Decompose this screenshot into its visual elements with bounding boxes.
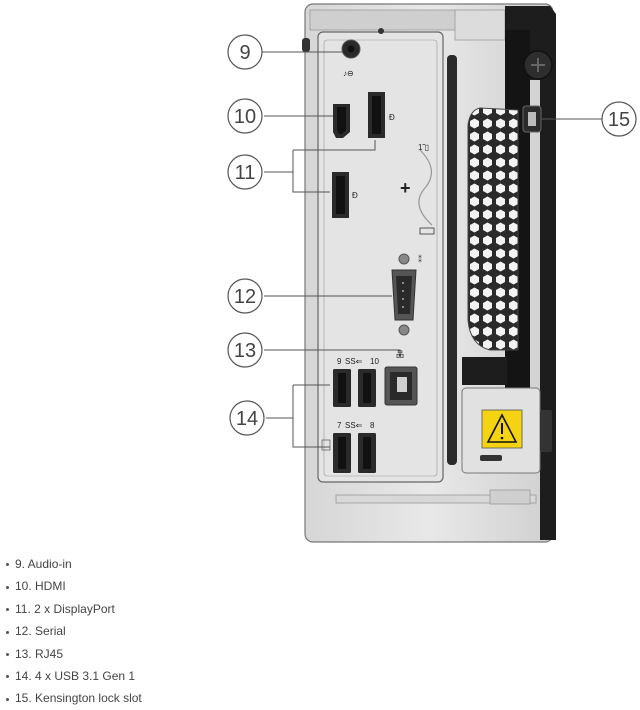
legend-item-hdmi: 10. HDMI [6,575,142,597]
legend-item-serial: 12. Serial [6,620,142,642]
svg-text:SS⇐: SS⇐ [345,421,363,430]
bullet-icon [6,608,9,612]
usb-port-group: 9 SS⇐ 10 7 SS⇐ 8 [321,357,379,473]
usb-label-10: 10 [370,357,379,366]
svg-text:Ð: Ð [389,113,395,122]
callout-15-number: 15 [608,109,630,131]
hdmi-port [333,104,350,138]
legend-item-label: 12. Serial [15,624,66,639]
bullet-icon [6,563,9,567]
displayport-1: Ð [368,92,395,138]
computer-rear-panel-diagram: ♪⊖ Ð Ð 1̃ ▯ + ⁑ 品 9 SS⇐ 10 [227,3,637,543]
legend-item-label: 13. RJ45 [15,646,64,661]
expansion-slot-bar [447,55,457,465]
bullet-icon [6,697,9,701]
bullet-icon [6,630,9,634]
legend-item-label: 10. HDMI [15,579,66,594]
legend-item-label: 15. Kensington lock slot [15,691,142,706]
callout-11: 11 [227,154,263,190]
callout-9: 9 [227,34,263,70]
serial-port: ⁑ [391,253,422,336]
ventilation-grille [467,107,519,351]
displayport-2: Ð [332,172,358,218]
callout-14-number: 14 [236,408,258,430]
svg-text:⁑: ⁑ [418,254,422,264]
legend-item-rj45: 13. RJ45 [6,643,142,665]
legend-item-displayport: 11. 2 x DisplayPort [6,598,142,620]
callout-12: 12 [227,278,263,314]
plus-marker-icon: + [400,178,411,198]
usb-label-9: 9 [337,357,342,366]
callout-10-number: 10 [234,106,256,128]
knockout-outline [418,149,433,226]
usb-label-7: 7 [337,421,342,430]
svg-text:SS⇐: SS⇐ [345,357,363,366]
legend-item-label: 14. 4 x USB 3.1 Gen 1 [15,669,136,684]
callout-10: 10 [227,98,263,134]
bullet-icon [6,585,9,589]
svg-text:Ð: Ð [352,191,358,200]
port-legend-list: 9. Audio-in 10. HDMI 11. 2 x DisplayPort… [6,553,142,710]
usb-label-8: 8 [370,421,375,430]
callout-12-number: 12 [234,286,256,308]
warning-sticker-icon [481,409,523,449]
leader-lines [262,51,602,448]
audio-in-jack: ♪⊖ [341,28,384,78]
bullet-icon [6,675,9,679]
callout-14: 14 [229,400,265,436]
rj45-port: 品 [384,350,418,406]
legend-item-audio-in: 9. Audio-in [6,553,142,575]
callout-9-number: 9 [239,42,250,64]
keyboard-icon [419,227,435,235]
callout-13: 13 [227,332,263,368]
callout-11-number: 11 [235,162,256,184]
callout-13-number: 13 [234,340,256,362]
callout-15: 15 [601,101,637,137]
legend-item-label: 9. Audio-in [15,557,72,571]
legend-item-label: 11. 2 x DisplayPort [15,601,115,616]
kensington-lock-slot [522,105,542,133]
svg-text:♪⊖: ♪⊖ [343,69,354,78]
bullet-icon [6,652,9,656]
mouse-icon: 1̃ ▯ [418,143,429,152]
legend-item-usb: 14. 4 x USB 3.1 Gen 1 [6,665,142,687]
